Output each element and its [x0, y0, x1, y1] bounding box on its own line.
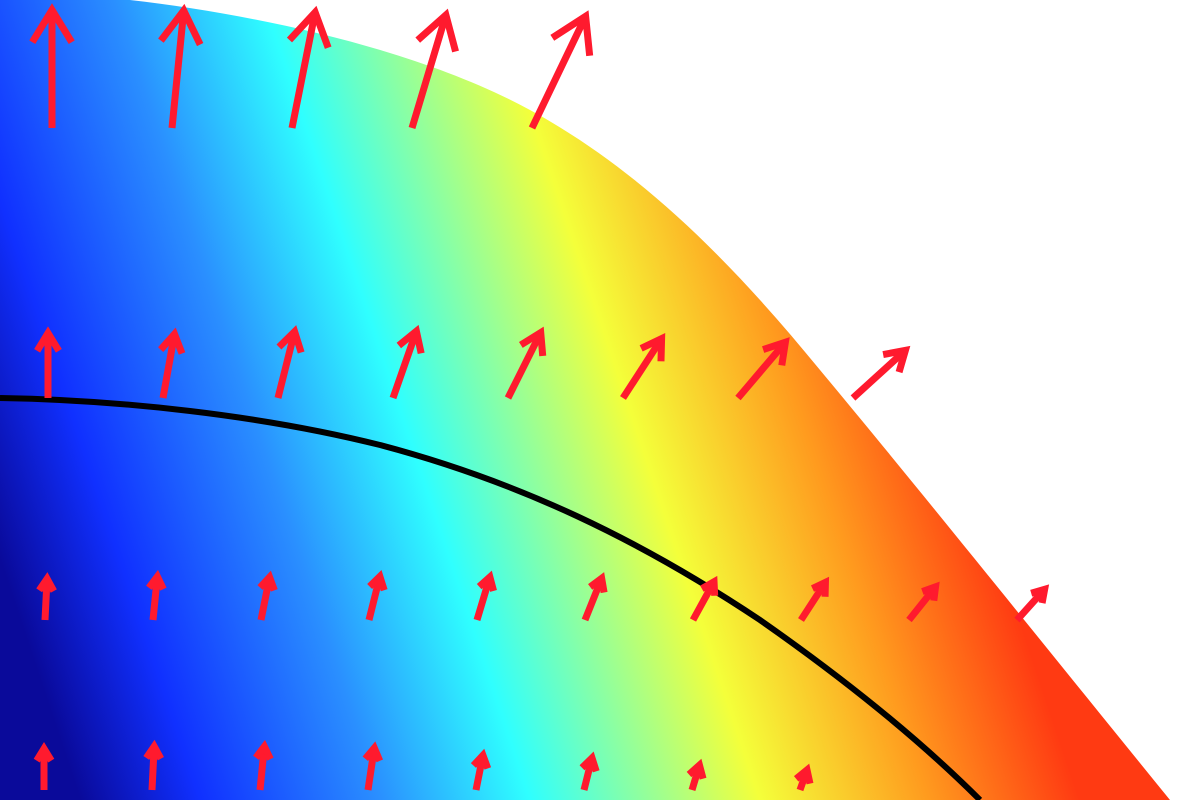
- vector-arrow: [798, 576, 830, 622]
- arrow-shaft: [1014, 586, 1048, 623]
- arrow-head: [33, 742, 55, 763]
- vector-arrow: [33, 742, 55, 790]
- vector-arrow: [528, 10, 594, 130]
- arrow-head: [367, 570, 388, 592]
- arrow-shaft: [528, 14, 589, 130]
- vector-arrow: [906, 581, 940, 623]
- arrow-shaft: [389, 330, 420, 400]
- arrow-head: [36, 572, 57, 593]
- arrow-shaft: [41, 578, 51, 621]
- arrow-shaft: [149, 576, 161, 621]
- vector-arrow: [36, 572, 57, 621]
- arrow-head: [686, 758, 707, 780]
- inner-boundary-curve: [0, 395, 983, 800]
- vector-arrow: [158, 3, 204, 129]
- arrow-shaft: [168, 10, 188, 129]
- vector-arrow: [365, 570, 388, 621]
- arrow-head: [286, 5, 332, 49]
- arrow-head: [362, 741, 383, 763]
- vector-arrow: [253, 739, 274, 791]
- vector-arrow: [274, 325, 305, 399]
- vector-arrow: [473, 570, 497, 622]
- arrow-head: [762, 337, 790, 366]
- vector-arrow: [579, 751, 600, 791]
- vector-arrow: [850, 345, 911, 401]
- arrow-shaft: [274, 330, 298, 399]
- arrow-shaft: [364, 747, 378, 791]
- arrow-shaft: [689, 580, 718, 622]
- arrow-shaft: [288, 11, 319, 129]
- arrow-head: [793, 763, 814, 785]
- arrow-head: [34, 326, 62, 353]
- arrow-head: [921, 581, 940, 602]
- vector-arrow: [29, 3, 75, 128]
- arrow-shaft: [159, 333, 178, 399]
- arrow-shaft: [850, 347, 908, 401]
- vector-arrow: [620, 333, 666, 400]
- arrow-head: [810, 576, 830, 597]
- arrow-head: [253, 739, 274, 761]
- arrow-shaft: [257, 576, 273, 621]
- arrow-head: [415, 8, 459, 53]
- vector-arrow: [581, 572, 608, 622]
- vector-arrow: [504, 326, 547, 400]
- vector-arrow: [793, 763, 814, 792]
- vector-arrow: [143, 739, 164, 791]
- vector-arrow: [689, 575, 719, 622]
- vector-arrow: [686, 758, 707, 792]
- arrow-head: [882, 345, 911, 374]
- arrow-shaft: [620, 336, 665, 400]
- vector-arrow: [146, 569, 167, 621]
- vector-arrows: [29, 3, 1050, 792]
- arrow-shaft: [148, 746, 158, 791]
- arrow-shaft: [581, 577, 605, 622]
- arrow-head: [639, 333, 666, 362]
- arrow-head: [29, 3, 75, 45]
- arrow-shaft: [906, 584, 939, 623]
- arrow-head: [143, 739, 164, 761]
- vector-arrow: [362, 741, 383, 791]
- vector-arrow: [1014, 584, 1050, 623]
- arrow-head: [158, 327, 186, 355]
- vector-arrow: [286, 5, 332, 129]
- arrow-head: [146, 569, 167, 591]
- arrow-head: [257, 570, 278, 592]
- vector-arrow: [34, 326, 62, 398]
- arrow-shaft: [798, 580, 829, 622]
- arrow-shaft: [504, 330, 544, 400]
- arrow-head: [588, 572, 608, 594]
- arrow-shaft: [408, 13, 450, 130]
- arrow-head: [276, 325, 305, 354]
- arrow-head: [579, 751, 600, 773]
- arrow-head: [550, 10, 594, 57]
- vector-arrow: [257, 570, 278, 621]
- arrow-head: [158, 3, 204, 47]
- arrow-head: [700, 575, 719, 596]
- vector-arrow: [158, 327, 186, 399]
- vector-arrow: [389, 324, 425, 400]
- arrow-shaft: [735, 339, 789, 401]
- colored-domain-region: [0, 0, 1170, 800]
- arrow-shaft: [365, 575, 384, 621]
- vector-arrow: [408, 8, 459, 130]
- arrow-shaft: [473, 576, 494, 622]
- vector-arrow: [735, 337, 790, 401]
- arrow-head: [1030, 584, 1050, 604]
- arrow-head: [396, 324, 425, 355]
- arrow-head: [476, 570, 497, 592]
- arrow-head: [470, 748, 492, 770]
- arrow-shaft: [256, 746, 268, 791]
- vector-arrow: [470, 748, 492, 791]
- arrow-head: [518, 326, 547, 357]
